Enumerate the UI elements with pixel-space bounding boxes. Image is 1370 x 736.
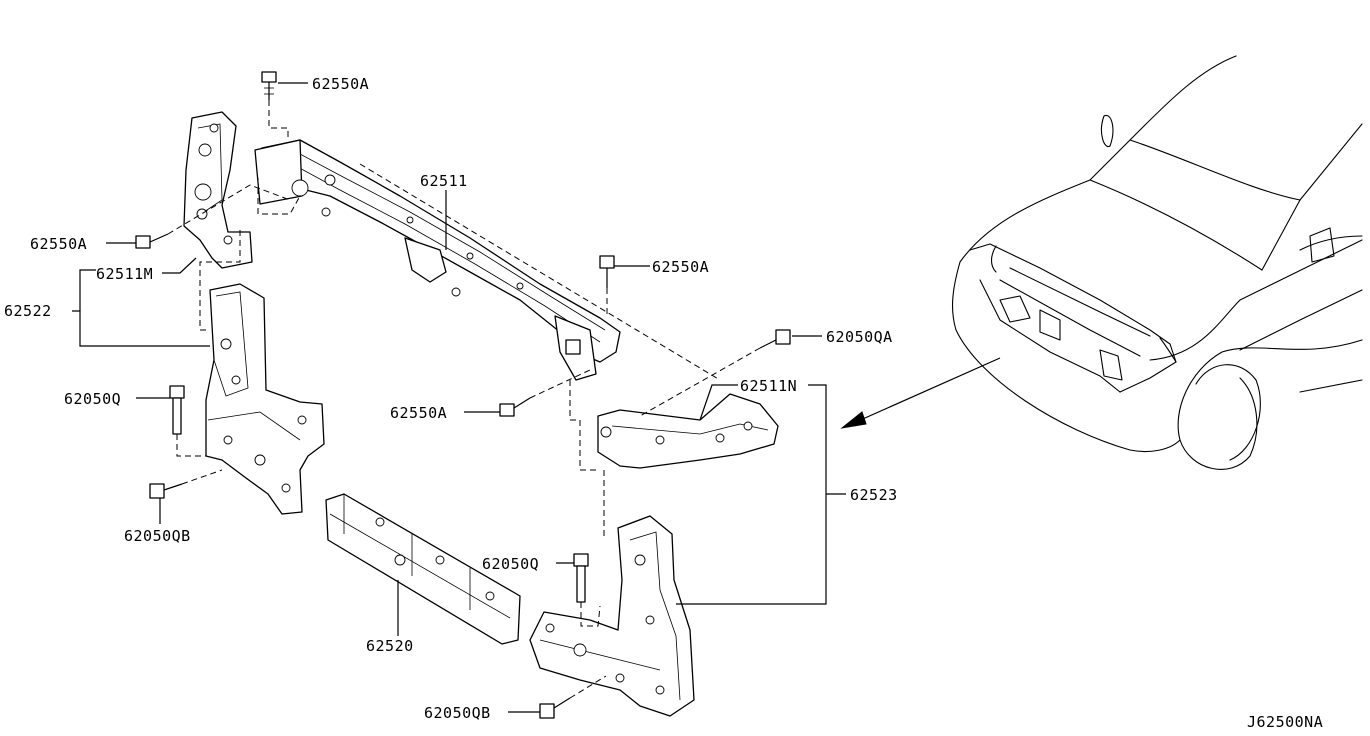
- callout-62550A-top: 62550A: [312, 75, 369, 93]
- callout-62522: 62522: [4, 302, 52, 320]
- callout-62520: 62520: [366, 637, 414, 655]
- callout-62050QB-bottom: 62050QB: [424, 704, 491, 722]
- bolt-62550A-top: [261, 71, 277, 100]
- upper-crossmember-62511: [254, 139, 621, 381]
- callout-62050QA: 62050QA: [826, 328, 893, 346]
- left-upper-bracket-62511M: [183, 111, 253, 269]
- right-hood-ledge-62523: [529, 515, 695, 717]
- bolt-62050Q-right: [573, 553, 589, 603]
- bolt-62550A-left: [135, 233, 169, 249]
- callout-62550A-mid: 62550A: [390, 404, 447, 422]
- locator-arrow: [840, 357, 1001, 429]
- vehicle-locator-sketch: [952, 55, 1363, 470]
- left-hood-ledge-62522: [205, 283, 325, 515]
- callout-62050Q-left: 62050Q: [64, 390, 121, 408]
- right-upper-bracket-62511N: [597, 393, 779, 469]
- bolt-62050QA: [759, 329, 791, 349]
- assembly-dashed-lines: [167, 100, 761, 699]
- diagram-code: J62500NA: [1247, 713, 1323, 731]
- callout-62050Q-right: 62050Q: [482, 555, 539, 573]
- bolt-62550A-right: [599, 255, 615, 288]
- bolt-62050Q-left: [169, 385, 185, 435]
- callout-62511N: 62511N: [740, 377, 797, 395]
- bolt-62050QB-bottom: [539, 697, 571, 719]
- callout-62550A-right: 62550A: [652, 258, 709, 276]
- leader-lines: [72, 82, 846, 713]
- lower-crossmember-62520: [325, 493, 521, 645]
- callout-62050QB-left: 62050QB: [124, 527, 191, 545]
- callout-62511M: 62511M: [96, 265, 153, 283]
- callout-62550A-left: 62550A: [30, 235, 87, 253]
- bolt-62050QB-left: [149, 483, 183, 499]
- callout-62511: 62511: [420, 172, 468, 190]
- callout-62523: 62523: [850, 486, 898, 504]
- callout-labels: 62550A 62511 62550A 62511M 62522 62550A …: [4, 75, 1323, 731]
- bolt-62550A-mid: [499, 397, 531, 417]
